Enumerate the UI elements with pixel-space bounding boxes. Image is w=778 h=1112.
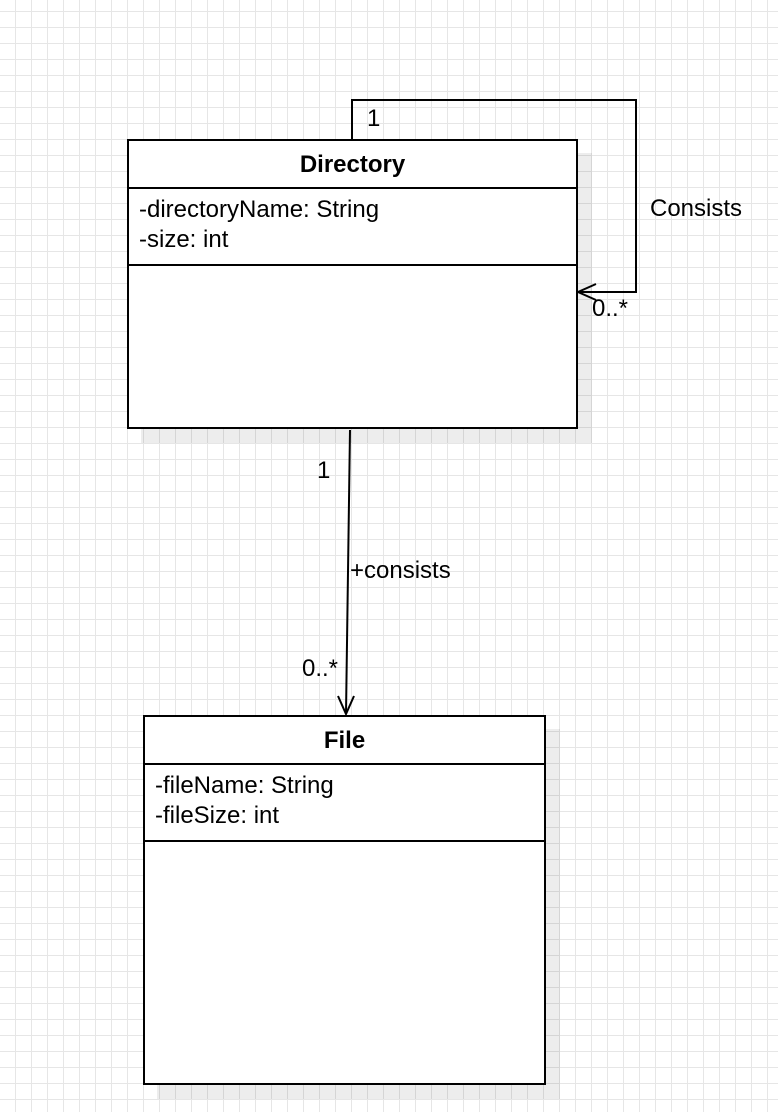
- dir-file-target-multiplicity: 0..*: [302, 655, 339, 682]
- dir-file-association-label: +consists: [350, 557, 451, 584]
- self-association-line[interactable]: [351, 99, 637, 293]
- attribute-file-name: -fileName: String: [155, 772, 334, 799]
- attribute-file-size: -fileSize: int: [155, 802, 280, 829]
- class-directory-name: Directory: [129, 141, 576, 189]
- class-directory-attributes: -directoryName: String -size: int: [129, 189, 576, 266]
- class-file-name: File: [145, 717, 544, 765]
- self-association-arrowhead: [575, 283, 597, 301]
- dir-file-association-line[interactable]: [345, 429, 351, 715]
- class-directory[interactable]: Directory -directoryName: String -size: …: [127, 139, 578, 429]
- self-association-label: Consists: [650, 195, 743, 222]
- self-source-multiplicity: 1: [367, 105, 381, 132]
- attribute-directory-name: -directoryName: String: [139, 196, 380, 223]
- dir-file-association-arrowhead: [337, 695, 355, 717]
- self-target-multiplicity: 0..*: [592, 295, 629, 322]
- dir-file-source-multiplicity: 1: [317, 457, 331, 484]
- attribute-size: -size: int: [139, 226, 229, 253]
- class-file-attributes: -fileName: String -fileSize: int: [145, 765, 544, 842]
- class-file[interactable]: File -fileName: String -fileSize: int: [143, 715, 546, 1085]
